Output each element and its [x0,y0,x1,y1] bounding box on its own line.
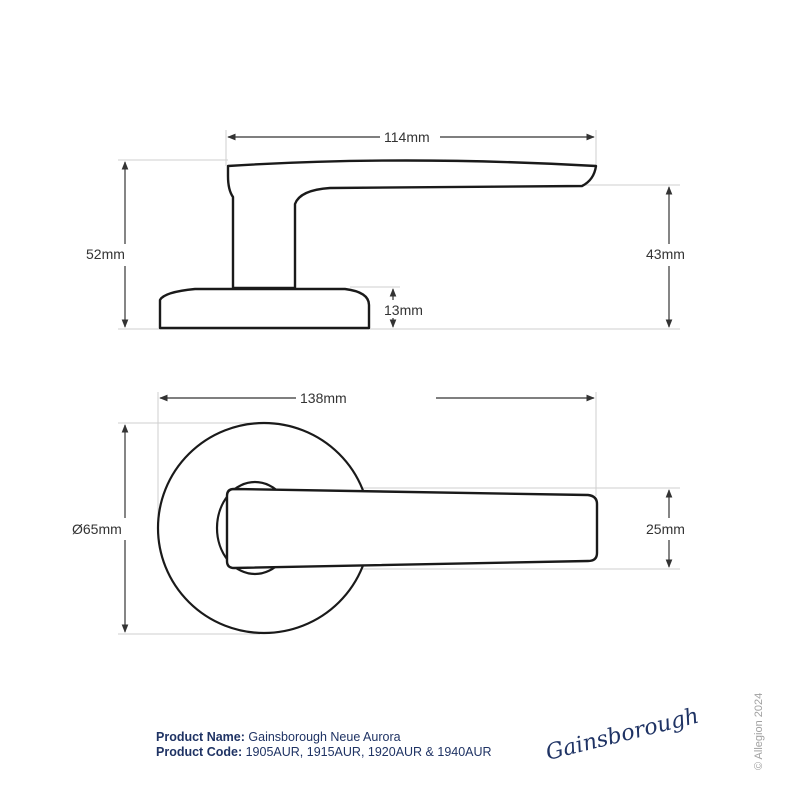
product-name: Gainsborough Neue Aurora [248,730,401,744]
top-dimension-lines [121,394,673,633]
top-view [118,392,680,635]
dim-lever-height: 43mm [646,246,685,262]
side-dimension-lines [121,133,673,328]
product-code: 1905AUR, 1915AUR, 1920AUR & 1940AUR [245,745,492,759]
lever-side-outline [158,159,598,330]
side-view [118,130,680,330]
product-info: Product Name: Gainsborough Neue Aurora P… [156,730,492,760]
dim-rose-diameter: Ø65mm [72,521,122,537]
product-name-label: Product Name: [156,730,245,744]
gainsborough-logo: Gainsborough [543,704,701,766]
dim-rose-thickness: 13mm [384,302,423,318]
logo-text: Gainsborough [543,704,701,766]
dim-overall-projection: 138mm [300,390,347,406]
dim-overall-height: 52mm [86,246,125,262]
product-name-row: Product Name: Gainsborough Neue Aurora [156,730,492,745]
dim-lever-width: 25mm [646,521,685,537]
copyright-notice: © Allegion 2024 [753,692,765,770]
dim-lever-length: 114mm [384,129,430,145]
product-code-row: Product Code: 1905AUR, 1915AUR, 1920AUR … [156,745,492,760]
lever-top-outline [225,487,599,570]
product-code-label: Product Code: [156,745,243,759]
